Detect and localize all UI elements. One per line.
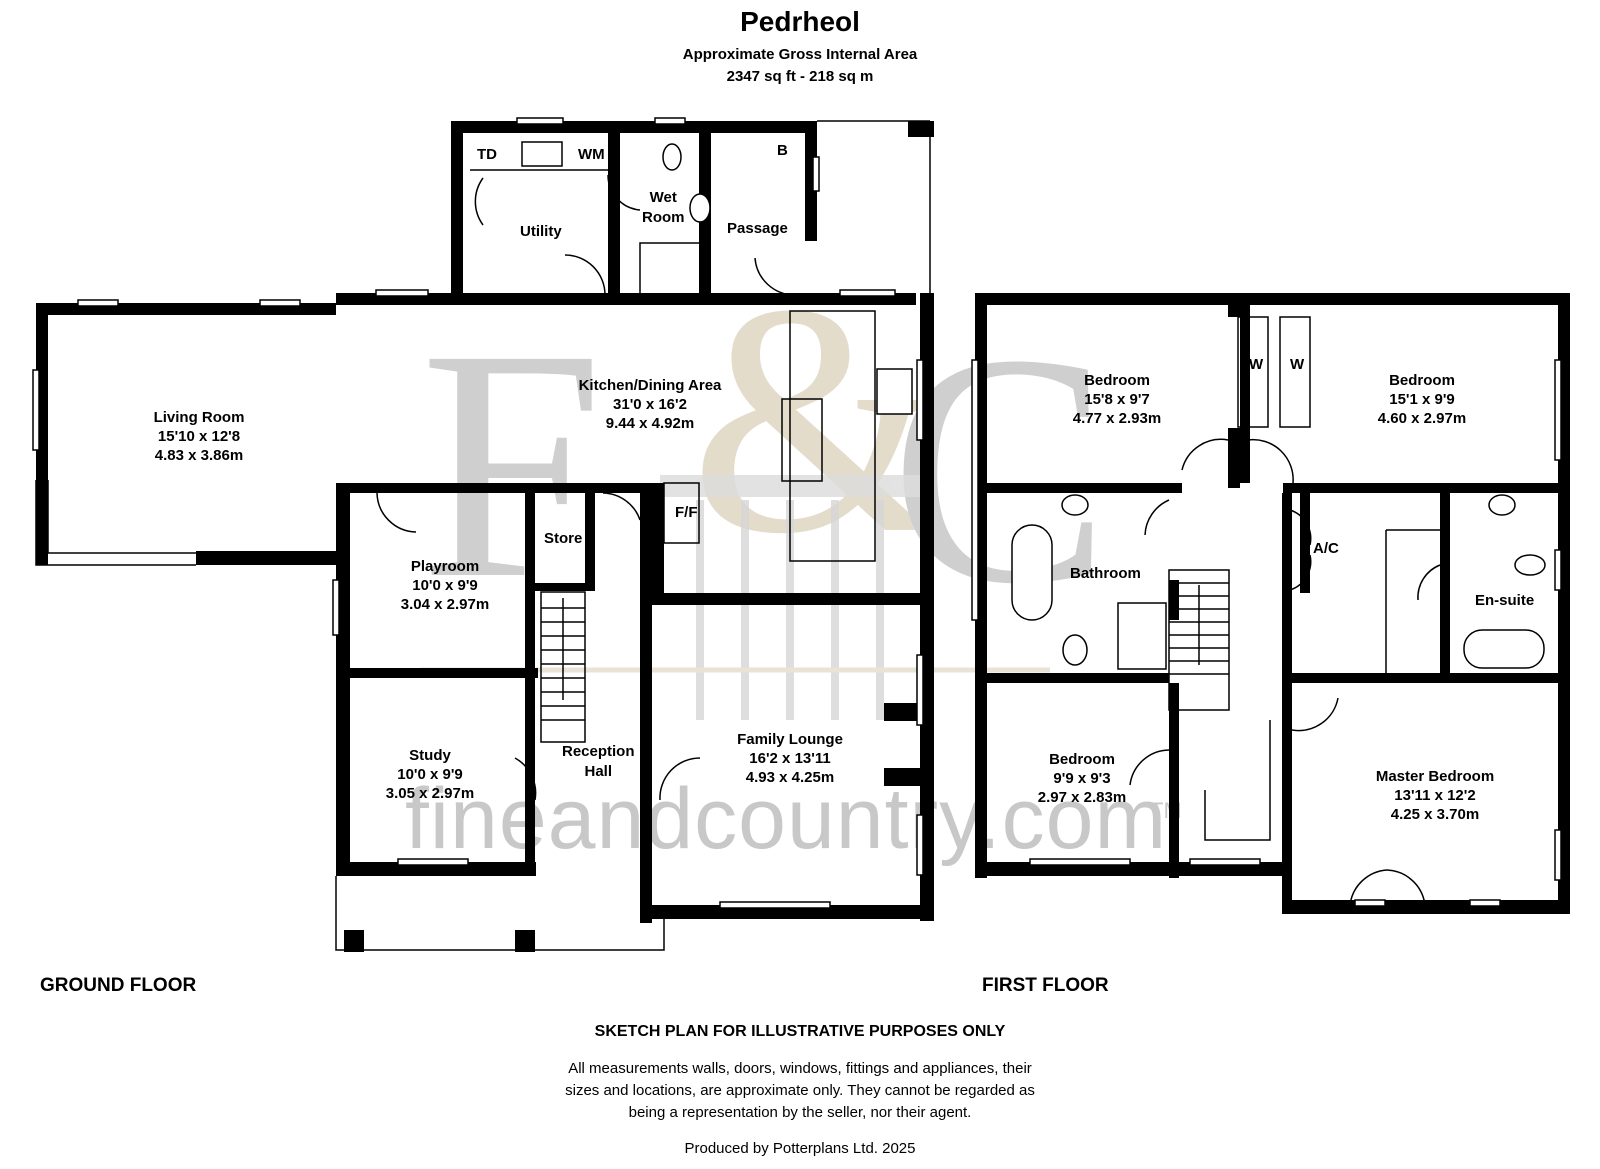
ground-floor-label: GROUND FLOOR — [40, 975, 197, 996]
label-ff: F/F — [675, 504, 698, 521]
room-family-metric: 4.93 x 4.25m — [745, 769, 835, 786]
label-ac: A/C — [1313, 540, 1339, 557]
room-master-name: Master Bedroom — [1375, 768, 1495, 785]
room-living-metric: 4.83 x 3.86m — [154, 447, 244, 464]
first-floor-windows — [971, 359, 1562, 907]
label-boiler: B — [777, 142, 788, 159]
room-bedroom-3: Bedroom 9'9 x 9'3 2.97 x 2.83m — [1038, 750, 1126, 807]
ground-floor-windows — [32, 117, 924, 909]
label-wet-room: Wet Room — [642, 188, 685, 228]
room-kitchen-name: Kitchen/Dining Area — [578, 377, 722, 394]
room-bedroom-1: Bedroom 15'8 x 9'7 4.77 x 2.93m — [1073, 371, 1161, 428]
room-study-metric: 3.05 x 2.97m — [385, 785, 475, 802]
room-study: Study 10'0 x 9'9 3.05 x 2.97m — [386, 746, 474, 803]
first-floor-thin-lines — [1117, 529, 1440, 841]
plan-subtitle: Approximate Gross Internal Area — [682, 46, 918, 63]
watermark-letter-amp: & — [690, 237, 947, 602]
room-living: Living Room 15'10 x 12'8 4.83 x 3.86m — [154, 408, 245, 465]
room-playroom-imperial: 10'0 x 9'9 — [412, 577, 478, 594]
room-study-name: Study — [409, 747, 451, 764]
room-bedroom2-metric: 4.60 x 2.97m — [1377, 410, 1467, 427]
room-bedroom1-metric: 4.77 x 2.93m — [1072, 410, 1162, 427]
ground-floor-walls — [36, 121, 934, 952]
door-swings — [376, 174, 1441, 906]
room-master-metric: 4.25 x 3.70m — [1390, 806, 1480, 823]
room-bedroom2-imperial: 15'1 x 9'9 — [1389, 391, 1455, 408]
room-kitchen: Kitchen/Dining Area 31'0 x 16'2 9.44 x 4… — [579, 376, 722, 433]
label-reception-hall: Reception Hall — [562, 742, 635, 782]
room-kitchen-imperial: 31'0 x 16'2 — [613, 396, 687, 413]
label-wardrobe-2: W — [1290, 356, 1305, 373]
label-ensuite: En-suite — [1475, 592, 1535, 609]
watermark-letter-f: F — [420, 282, 604, 647]
plan-title: Pedrheol — [740, 6, 860, 37]
label-td: TD — [477, 146, 497, 163]
label-wm: WM — [578, 146, 605, 163]
label-wet-line2: Room — [642, 209, 685, 226]
room-bedroom3-name: Bedroom — [1049, 751, 1115, 768]
disclaimer-line-3: being a representation by the seller, no… — [628, 1104, 972, 1121]
room-study-imperial: 10'0 x 9'9 — [397, 766, 463, 783]
produced-by: Produced by Potterplans Ltd. 2025 — [684, 1140, 916, 1157]
room-living-imperial: 15'10 x 12'8 — [157, 428, 241, 445]
first-floor-wardrobes — [1237, 316, 1311, 428]
label-wet-line1: Wet — [649, 189, 677, 206]
label-utility: Utility — [520, 223, 562, 240]
label-store: Store — [544, 530, 583, 547]
room-master-bedroom: Master Bedroom 13'11 x 12'2 4.25 x 3.70m — [1376, 767, 1494, 824]
room-kitchen-metric: 9.44 x 4.92m — [605, 415, 695, 432]
label-reception-line2: Hall — [584, 763, 613, 780]
room-playroom: Playroom 10'0 x 9'9 3.04 x 2.97m — [401, 557, 489, 614]
room-bedroom-2: Bedroom 15'1 x 9'9 4.60 x 2.97m — [1378, 371, 1466, 428]
sanitary-fixtures — [521, 141, 1546, 669]
disclaimer-line-1: All measurements walls, doors, windows, … — [568, 1060, 1032, 1077]
room-family-lounge: Family Lounge 16'2 x 13'11 4.93 x 4.25m — [737, 730, 843, 787]
room-bedroom3-imperial: 9'9 x 9'3 — [1053, 770, 1111, 787]
label-bathroom: Bathroom — [1070, 565, 1141, 582]
disclaimer-text: All measurements walls, doors, windows, … — [0, 1058, 1600, 1124]
ground-floor-thin-lines — [35, 120, 931, 951]
room-playroom-metric: 3.04 x 2.97m — [400, 596, 490, 613]
disclaimer-heading: SKETCH PLAN FOR ILLUSTRATIVE PURPOSES ON… — [594, 1023, 1006, 1040]
room-playroom-name: Playroom — [410, 558, 480, 575]
first-floor-label: FIRST FLOOR — [982, 975, 1109, 996]
room-bedroom1-imperial: 15'8 x 9'7 — [1084, 391, 1150, 408]
label-passage: Passage — [727, 220, 788, 237]
label-reception-line1: Reception — [562, 743, 635, 760]
room-bedroom1-name: Bedroom — [1084, 372, 1150, 389]
room-bedroom3-metric: 2.97 x 2.83m — [1037, 789, 1127, 806]
disclaimer-line-2: sizes and locations, are approximate onl… — [565, 1082, 1035, 1099]
label-wardrobe-1: W — [1249, 356, 1264, 373]
room-bedroom2-name: Bedroom — [1389, 372, 1455, 389]
room-living-name: Living Room — [153, 409, 245, 426]
plan-area: 2347 sq ft - 218 sq m — [726, 68, 874, 85]
room-family-imperial: 16'2 x 13'11 — [749, 750, 831, 767]
room-family-name: Family Lounge — [737, 731, 843, 748]
room-master-imperial: 13'11 x 12'2 — [1394, 787, 1476, 804]
ground-floor-stairs — [540, 591, 586, 743]
